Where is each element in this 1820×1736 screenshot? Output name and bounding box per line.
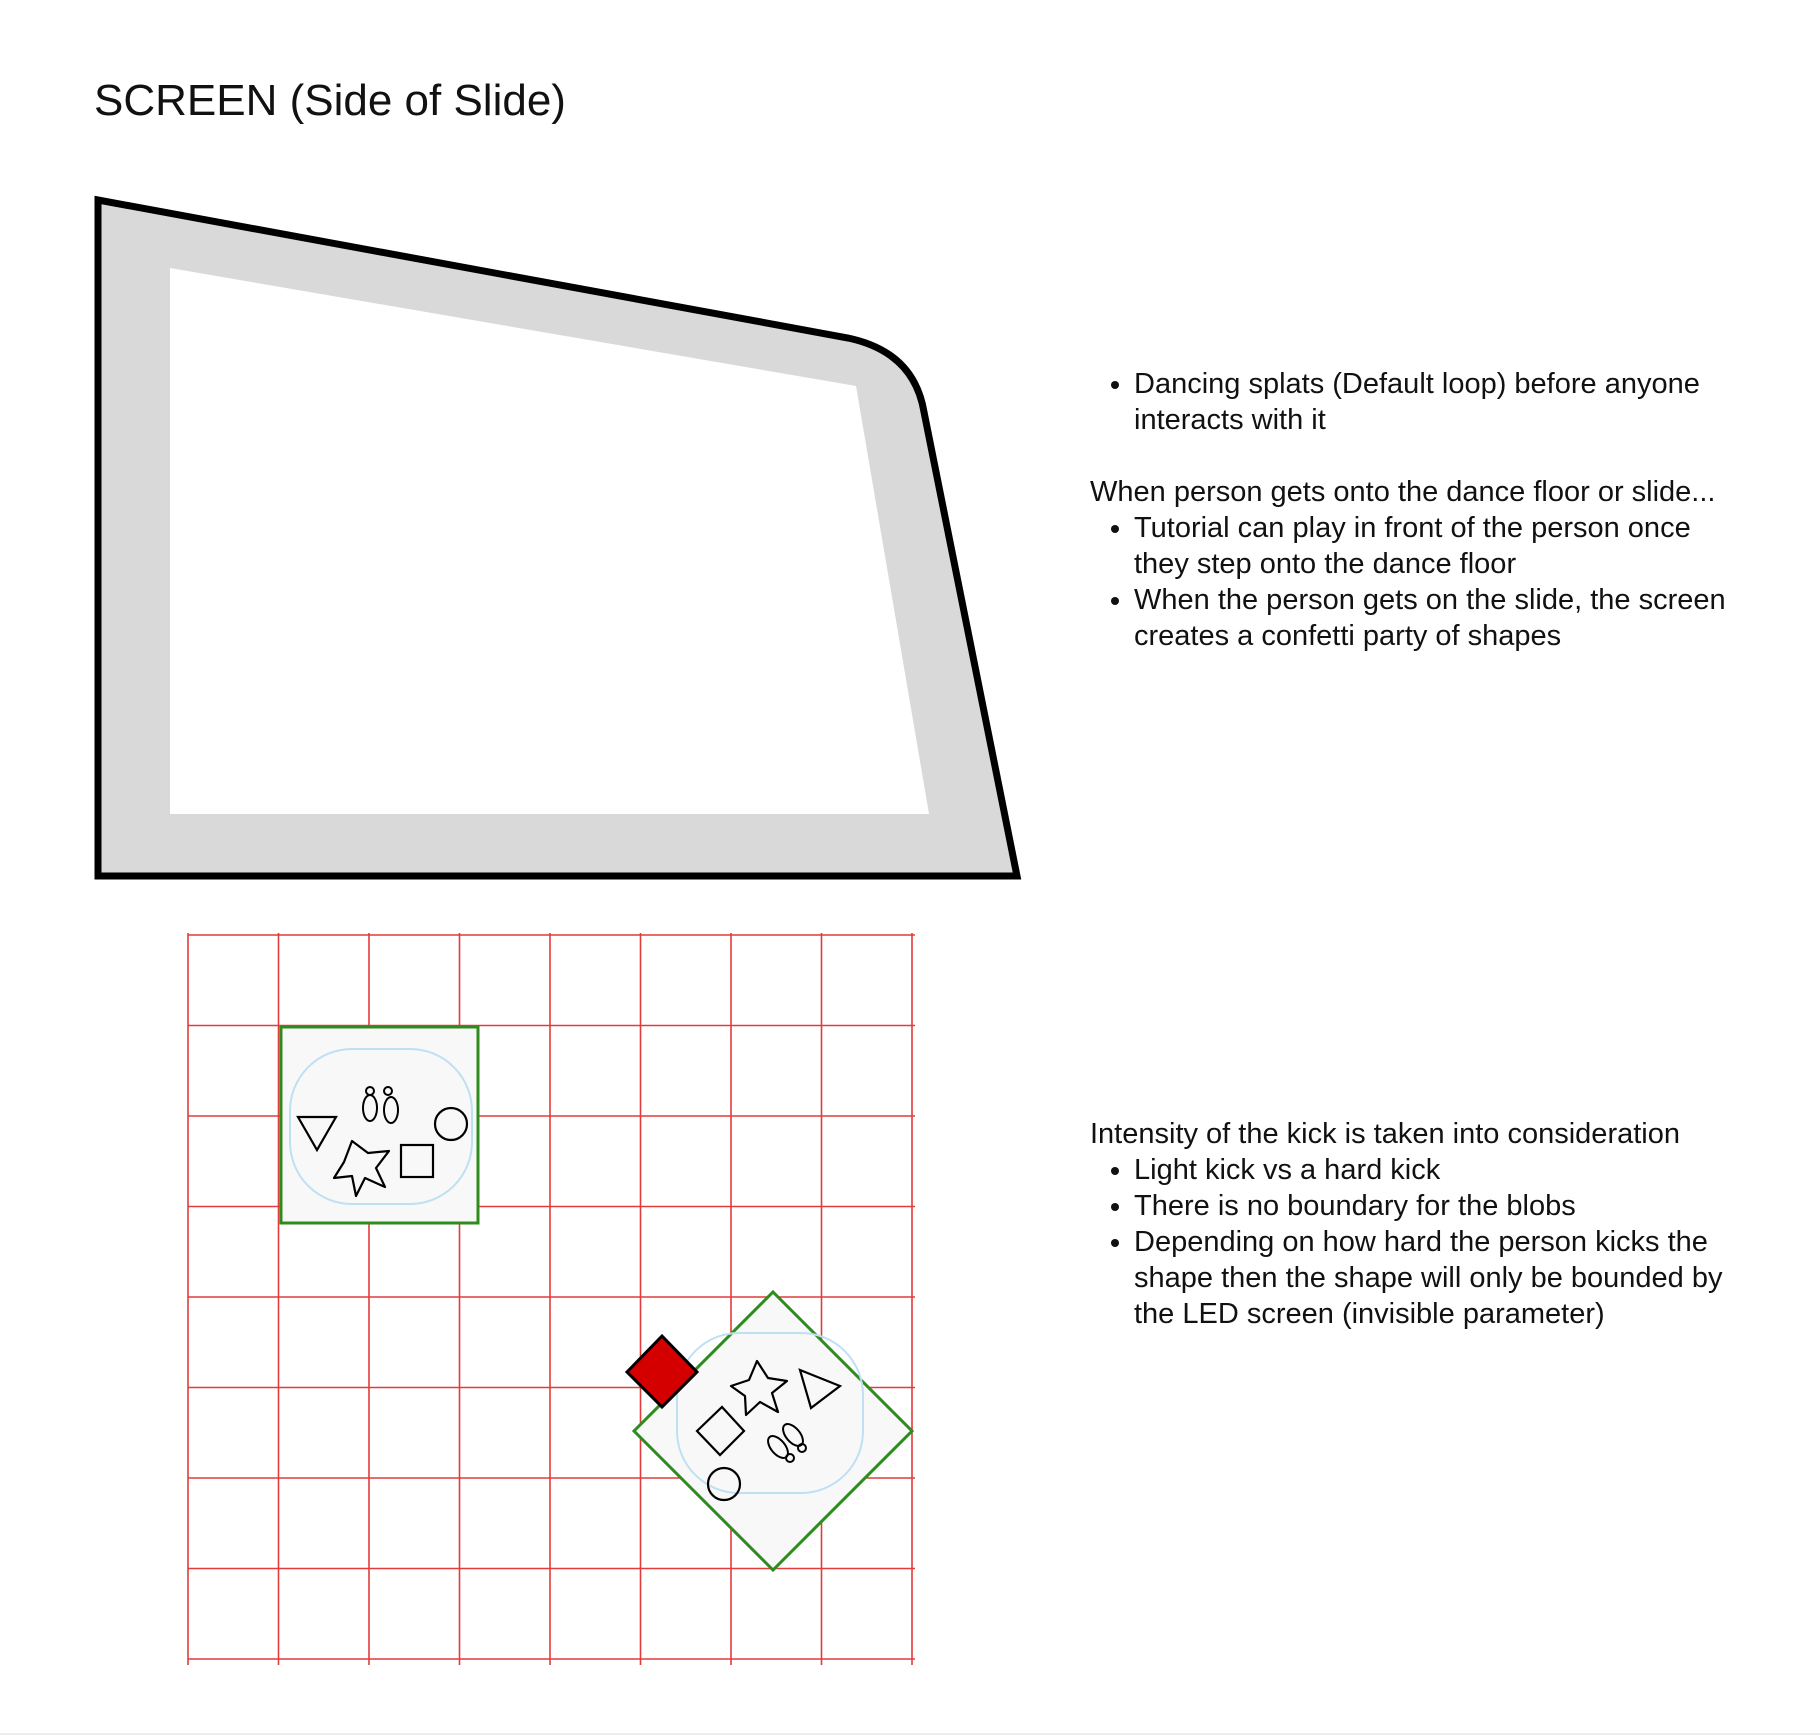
list-item: Dancing splats (Default loop) before any… bbox=[1134, 366, 1750, 438]
triangle-icon bbox=[798, 1368, 843, 1410]
kick-list: Light kick vs a hard kick There is no bo… bbox=[1090, 1152, 1770, 1332]
star-icon bbox=[729, 1359, 789, 1417]
footprints-icon bbox=[767, 1423, 807, 1463]
bound-box bbox=[279, 1025, 480, 1225]
footprints-icon bbox=[362, 1086, 399, 1124]
circle-icon bbox=[433, 1106, 469, 1142]
list-item: When the person gets on the slide, the s… bbox=[1134, 582, 1750, 654]
blob-outline bbox=[289, 1048, 473, 1205]
list-item: Tutorial can play in front of the person… bbox=[1134, 510, 1750, 582]
list-item: Light kick vs a hard kick bbox=[1134, 1152, 1770, 1188]
notes-kick-intensity: Intensity of the kick is taken into cons… bbox=[1090, 1116, 1770, 1332]
bottom-divider bbox=[0, 1733, 1820, 1735]
notes-screen-behavior: Dancing splats (Default loop) before any… bbox=[1090, 366, 1750, 654]
default-loop-list: Dancing splats (Default loop) before any… bbox=[1090, 366, 1750, 438]
blob-group-upright bbox=[279, 1025, 480, 1225]
boundary-marker bbox=[624, 1333, 700, 1410]
list-item: Depending on how hard the person kicks t… bbox=[1134, 1224, 1770, 1332]
square-icon bbox=[399, 1143, 435, 1179]
triangle-icon bbox=[296, 1115, 338, 1153]
screen-shape bbox=[94, 195, 1022, 880]
page-title: SCREEN (Side of Slide) bbox=[94, 76, 566, 125]
square-icon bbox=[695, 1405, 746, 1457]
list-item: There is no boundary for the blobs bbox=[1134, 1188, 1770, 1224]
notes-intro: When person gets onto the dance floor or… bbox=[1090, 476, 1716, 508]
blob-group-rotated bbox=[624, 1289, 915, 1573]
interaction-list: Tutorial can play in front of the person… bbox=[1090, 510, 1750, 654]
notes-intro: Intensity of the kick is taken into cons… bbox=[1090, 1118, 1680, 1150]
circle-icon bbox=[706, 1466, 742, 1502]
blob-outline bbox=[676, 1332, 864, 1494]
star-icon bbox=[332, 1139, 391, 1198]
screen-inner-area bbox=[170, 268, 929, 814]
